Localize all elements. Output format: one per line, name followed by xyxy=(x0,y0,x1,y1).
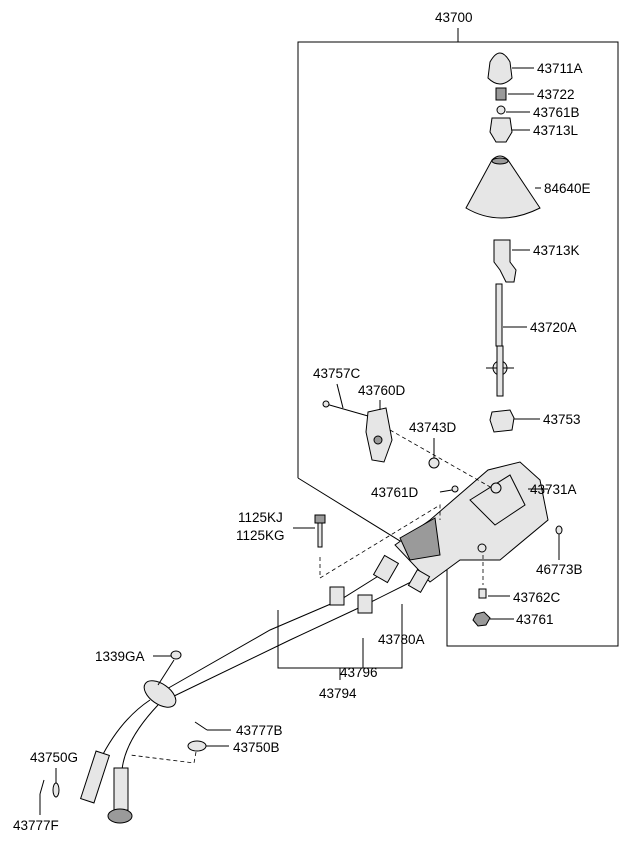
label-1339GA: 1339GA xyxy=(95,649,145,664)
bracket-d-part xyxy=(365,400,393,463)
boot-part xyxy=(465,155,541,219)
clip-d-part xyxy=(428,438,440,469)
label-43761: 43761 xyxy=(516,612,554,627)
label-43750G: 43750G xyxy=(30,750,78,765)
label-43722: 43722 xyxy=(537,87,575,102)
label-84640E: 84640E xyxy=(544,181,591,196)
label-43713K: 43713K xyxy=(533,243,580,258)
label-43780A: 43780A xyxy=(378,632,425,647)
label-43711A: 43711A xyxy=(537,61,583,76)
label-43700: 43700 xyxy=(435,10,473,25)
label-43777B: 43777B xyxy=(236,723,283,738)
k-part xyxy=(493,239,530,283)
pin-f-part xyxy=(39,779,45,815)
label-43761D: 43761D xyxy=(371,485,419,500)
lever-part xyxy=(486,283,527,397)
bolt-c-part xyxy=(322,383,369,417)
l-part xyxy=(489,117,530,143)
washer-g-part xyxy=(52,768,60,798)
nut-part xyxy=(472,611,514,627)
label-43757C: 43757C xyxy=(313,366,361,381)
label-1125KG: 1125KG xyxy=(236,528,285,543)
washer-b-part xyxy=(187,740,229,752)
label-43713L: 43713L xyxy=(533,123,579,138)
dashed-leader xyxy=(389,429,493,489)
label-43777F: 43777F xyxy=(13,818,59,833)
label-1125KJ: 1125KJ xyxy=(238,510,283,525)
housing-part xyxy=(394,461,549,583)
bush-d-part xyxy=(439,485,459,493)
label-43720A: 43720A xyxy=(530,320,577,335)
label-43761B: 43761B xyxy=(533,105,580,120)
label-43794: 43794 xyxy=(319,686,357,701)
label-43762C: 43762C xyxy=(513,590,561,605)
label-43750B: 43750B xyxy=(233,740,280,755)
pin-b-part xyxy=(194,721,231,731)
label-46773B: 46773B xyxy=(536,562,583,577)
label-43753: 43753 xyxy=(543,412,581,427)
label-43760D: 43760D xyxy=(358,383,406,398)
bush-b-part xyxy=(496,105,530,115)
bush-53-part xyxy=(489,409,540,433)
knob-part xyxy=(487,52,534,85)
ring-part xyxy=(555,525,563,560)
label-43743D: 43743D xyxy=(409,420,457,435)
spring-part xyxy=(495,87,534,101)
dashed-leader xyxy=(319,504,441,579)
label-43796: 43796 xyxy=(340,665,378,680)
bolt-kj-part xyxy=(293,514,326,548)
dashed-leader xyxy=(129,751,197,764)
label-43731A: 43731A xyxy=(530,482,577,497)
cable-assembly xyxy=(79,554,431,824)
grommet-part xyxy=(153,650,182,686)
collar-part xyxy=(478,588,510,599)
